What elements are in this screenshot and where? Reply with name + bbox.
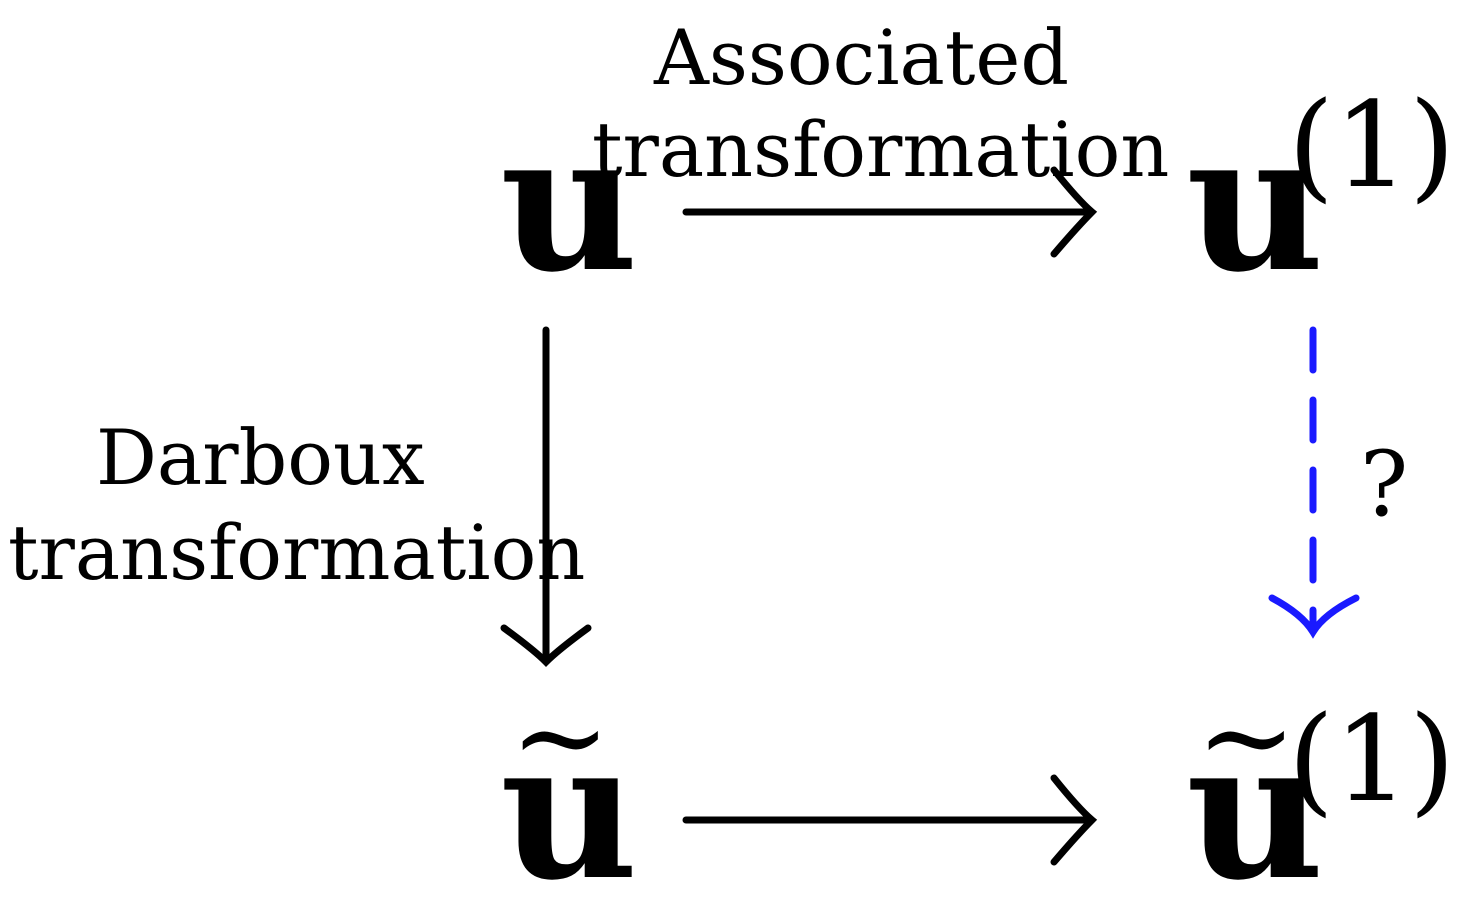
left-edge-label-line2: transformation xyxy=(8,508,586,597)
node-u-tilde-1-superscript: (1) xyxy=(1288,690,1456,828)
right-edge-question-label: ? xyxy=(1360,432,1409,537)
top-edge-label-line2: transformation xyxy=(592,105,1170,194)
node-u-1-superscript: (1) xyxy=(1288,76,1456,214)
left-arrow xyxy=(500,326,592,667)
diagram-arrows xyxy=(500,166,1360,866)
top-arrow xyxy=(682,166,1098,258)
node-u-tilde-accent: ~ xyxy=(510,668,611,807)
node-u-tilde-1: u xyxy=(1186,699,1325,922)
bottom-arrow xyxy=(682,774,1098,866)
node-u-1: u xyxy=(1186,91,1325,314)
node-u: u xyxy=(500,91,639,314)
node-u-tilde-1-accent: ~ xyxy=(1196,668,1297,807)
top-edge-label-line1: Associated xyxy=(654,13,1069,102)
node-u-tilde: u xyxy=(500,699,639,922)
right-dashed-arrow xyxy=(1268,326,1360,639)
left-edge-label-line1: Darboux xyxy=(96,413,425,502)
